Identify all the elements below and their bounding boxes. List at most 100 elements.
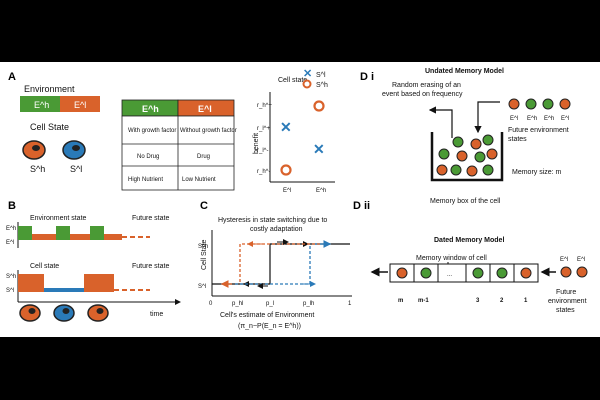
slot-label: ... — [447, 272, 452, 278]
table-header-low: E^l — [198, 104, 212, 114]
panel-c-title: costly adaptation — [250, 226, 303, 233]
erase-text: Random erasing of an — [392, 82, 461, 89]
panel-b-label: B — [8, 200, 16, 212]
memory-box-caption: Memory box of the cell — [430, 198, 501, 205]
cell-nucleus-icon — [62, 308, 70, 314]
point-sl-el: ✕ — [280, 119, 292, 135]
cell-timeline — [17, 270, 181, 305]
env-label: E^l — [561, 116, 569, 122]
table-cell: High Nutrient — [128, 177, 163, 183]
benefit-plot: Cell state ✕ S^l S^h benefit r_h^+ r_l^+… — [253, 68, 335, 194]
legend-cross-icon: ✕ — [303, 68, 312, 80]
env-timeline — [17, 222, 150, 248]
future-state-label: Future state — [132, 263, 169, 270]
env-low-bar — [60, 96, 100, 112]
c-x-tick: 1 — [348, 301, 352, 307]
legend-entry: S^h — [316, 82, 328, 89]
table-cell: With growth factor — [128, 128, 176, 134]
panel-dii-title: Dated Memory Model — [434, 237, 504, 244]
time-label: time — [150, 311, 163, 318]
future-state-label: Future state — [132, 215, 169, 222]
env-high-label: E^h — [34, 100, 49, 110]
table-cell: Drug — [197, 154, 210, 160]
panel-c-title: Hysteresis in state switching due to — [218, 217, 327, 224]
c-y-tick: S^l — [198, 284, 206, 290]
state-high-label: S^h — [30, 164, 45, 174]
figure: A Environment E^h E^l Cell State S^h S^l… — [0, 62, 600, 337]
memory-box — [430, 132, 504, 182]
cell-nucleus-icon — [28, 308, 36, 314]
env-label: E^l — [510, 116, 518, 122]
erase-text: event based on frequency — [382, 91, 463, 98]
memory-balls — [436, 134, 498, 177]
cell-state-title: Cell State — [30, 122, 69, 132]
slot-label: 3 — [476, 298, 480, 304]
memory-window — [389, 263, 539, 283]
c-x-tick: p_hl — [232, 301, 243, 307]
c-y-tick: S^h — [198, 244, 208, 250]
slot-label: m-1 — [418, 298, 429, 304]
panel-c-label: C — [200, 200, 208, 212]
condition-table: E^h E^l With growth factor Without growt… — [121, 99, 237, 191]
future-text: Future environment — [508, 127, 569, 134]
env-low-label: E^l — [74, 100, 86, 110]
point-sh-eh — [313, 100, 325, 112]
slot-label: 2 — [500, 298, 504, 304]
x-tick: E^h — [316, 188, 326, 194]
insert-arrow — [474, 101, 500, 134]
state-low-label: S^l — [70, 164, 82, 174]
future-env-circle — [560, 266, 572, 278]
cell-nucleus-icon — [96, 308, 104, 314]
env-label: E^h — [544, 116, 554, 122]
future-env-circle — [576, 266, 588, 278]
y-tick: r_l^- — [257, 148, 268, 154]
env-label: E^h — [527, 116, 537, 122]
y-axis-label: benefit — [253, 133, 260, 154]
panel-di-label: D i — [360, 71, 374, 83]
y-label-sl: S^l — [6, 288, 14, 294]
env-high-bar — [20, 96, 60, 112]
table-cell: Without growth factor — [180, 128, 237, 134]
panel-dii-label: D ii — [353, 200, 370, 212]
future-text: states — [556, 307, 575, 314]
panel-c-ylabel: Cell State — [201, 240, 208, 270]
env-state-label: Environment state — [30, 215, 87, 222]
point-sl-eh: ✕ — [313, 141, 325, 157]
legend-title: Cell state — [278, 77, 307, 84]
future-text: environment — [548, 298, 587, 305]
memory-window-label: Memory window of cell — [416, 255, 487, 262]
c-xlabel: Cell's estimate of Environment — [220, 312, 314, 319]
slot-label: 1 — [524, 298, 528, 304]
memory-size: Memory size: m — [512, 169, 562, 176]
table-cell: No Drug — [137, 154, 159, 160]
figure-svg: A Environment E^h E^l Cell State S^h S^l… — [6, 68, 588, 330]
panel-di-title: Undated Memory Model — [425, 68, 504, 75]
cell-state-label: Cell state — [30, 263, 59, 270]
future-text: Future — [556, 289, 576, 296]
env-label: E^l — [577, 257, 585, 263]
legend-circle-icon — [302, 79, 312, 89]
panel-a-label: A — [8, 71, 16, 83]
y-label-el: E^l — [6, 240, 14, 246]
environment-title: Environment — [24, 84, 75, 94]
x-tick: E^l — [283, 188, 291, 194]
c-xformula: (π_n~P(E_n = E^h)) — [238, 323, 301, 330]
c-x-tick: p_lh — [303, 301, 314, 307]
future-env-circles — [508, 98, 571, 110]
env-label: E^l — [560, 257, 568, 263]
erase-arrow — [428, 106, 453, 138]
point-sh-el — [280, 164, 292, 176]
y-tick: r_h^+ — [257, 103, 272, 109]
legend-entry: S^l — [316, 72, 326, 79]
c-x-tick: 0 — [209, 301, 213, 307]
hysteresis-plot — [211, 230, 352, 297]
c-x-tick: p_l — [266, 301, 274, 307]
y-label-sh: S^h — [6, 274, 16, 280]
future-text: states — [508, 136, 527, 143]
y-tick: r_h^- — [257, 169, 271, 175]
y-label-eh: E^h — [6, 226, 16, 232]
cell-nucleus-icon — [32, 145, 40, 151]
table-header-high: E^h — [142, 104, 159, 114]
cell-nucleus-icon — [72, 145, 80, 151]
